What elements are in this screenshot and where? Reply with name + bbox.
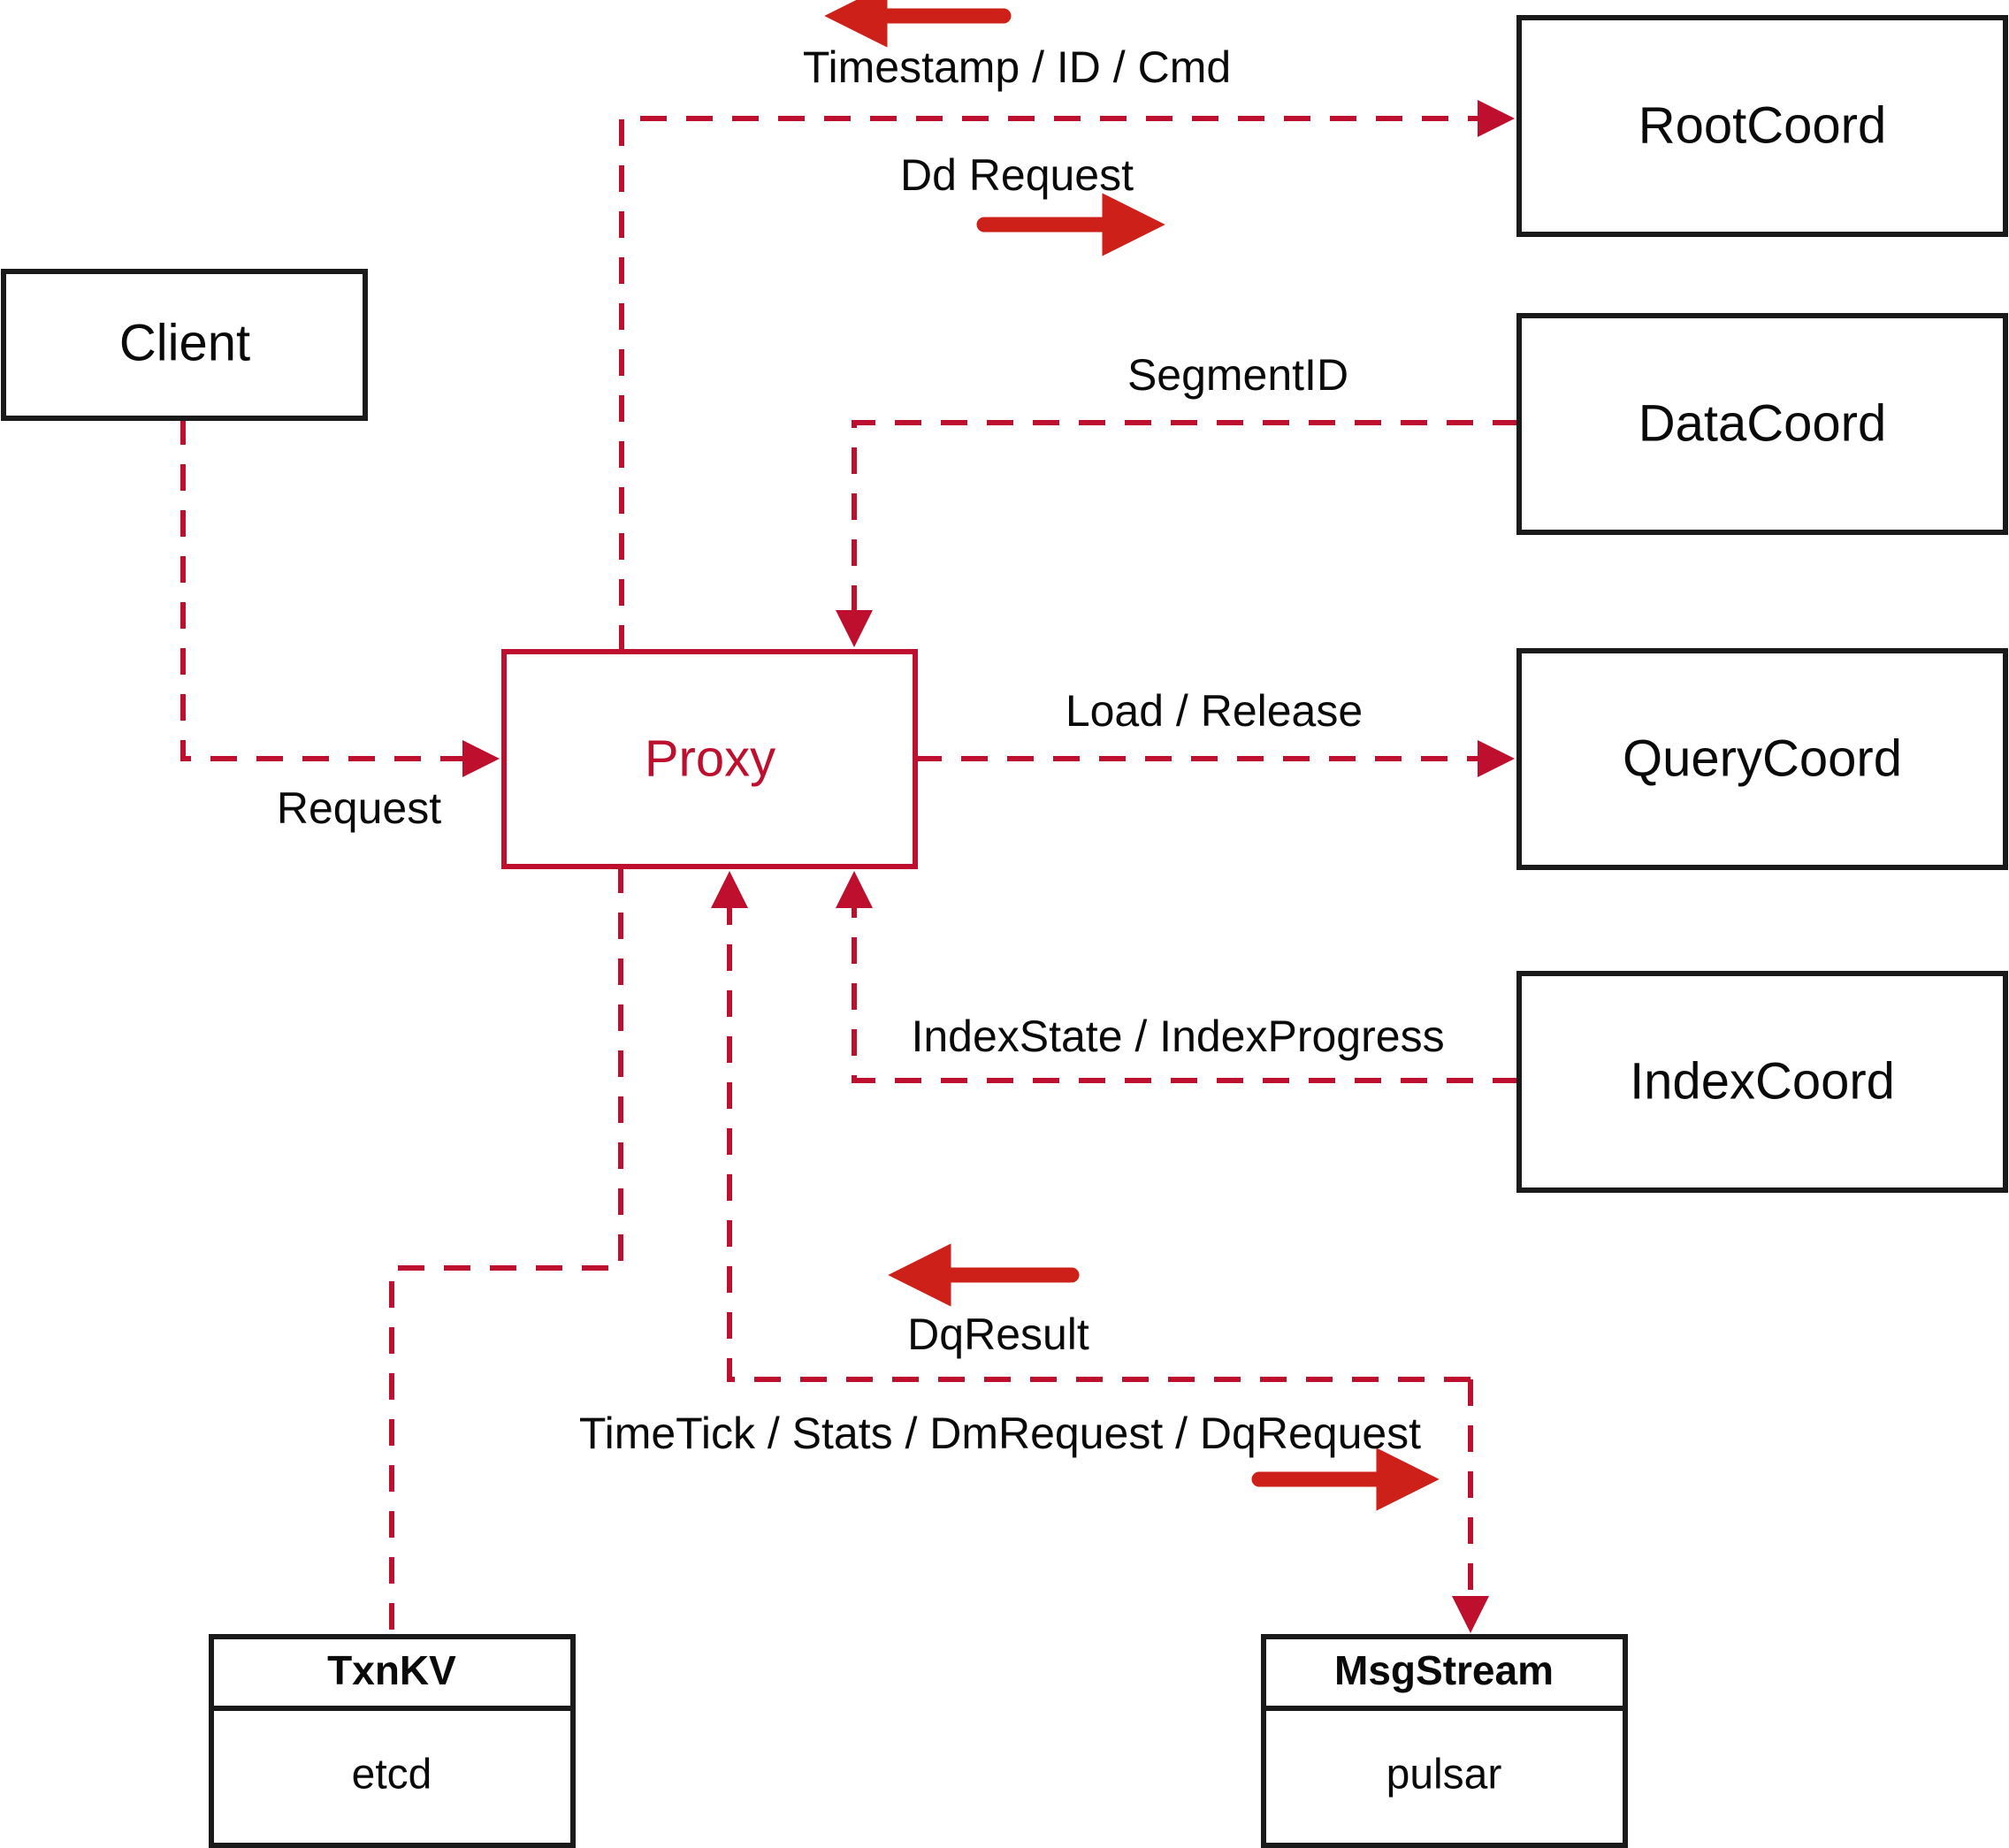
edge-proxy-txnkv bbox=[389, 867, 623, 1632]
node-msgstream-title: MsgStream bbox=[1334, 1647, 1554, 1693]
node-querycoord[interactable]: QueryCoord bbox=[1516, 648, 2008, 870]
node-msgstream[interactable]: MsgStream pulsar bbox=[1261, 1634, 1628, 1848]
edge-datacoord-proxy bbox=[836, 420, 1519, 647]
node-querycoord-label: QueryCoord bbox=[1623, 729, 1902, 787]
edge-client-proxy bbox=[180, 418, 500, 777]
node-msgstream-impl: pulsar bbox=[1386, 1752, 1502, 1798]
node-indexcoord-label: IndexCoord bbox=[1630, 1052, 1895, 1110]
node-client[interactable]: Client bbox=[1, 269, 368, 421]
edge-label-request: Request bbox=[277, 783, 441, 833]
node-rootcoord[interactable]: RootCoord bbox=[1516, 15, 2008, 237]
edge-indexcoord-proxy bbox=[836, 871, 1519, 1083]
node-txnkv-title: TxnKV bbox=[327, 1647, 456, 1693]
edge-proxy-rootcoord bbox=[619, 100, 1515, 652]
node-txnkv[interactable]: TxnKV etcd bbox=[209, 1634, 576, 1848]
edge-label-dd-request: Dd Request bbox=[900, 150, 1134, 200]
edge-label-dqresult: DqResult bbox=[907, 1310, 1089, 1359]
edge-label-segmentid: SegmentID bbox=[1127, 350, 1348, 400]
node-client-label: Client bbox=[119, 314, 250, 371]
node-rootcoord-label: RootCoord bbox=[1639, 96, 1886, 154]
node-proxy[interactable]: Proxy bbox=[501, 649, 918, 869]
node-indexcoord[interactable]: IndexCoord bbox=[1516, 971, 2008, 1193]
node-datacoord[interactable]: DataCoord bbox=[1516, 313, 2008, 535]
edge-label-timestamp-id-cmd: Timestamp / ID / Cmd bbox=[803, 42, 1231, 92]
node-txnkv-impl: etcd bbox=[352, 1752, 432, 1798]
edge-label-indexstate-indexprogress: IndexState / IndexProgress bbox=[911, 1012, 1444, 1061]
node-proxy-label: Proxy bbox=[645, 729, 775, 787]
edge-label-load-release: Load / Release bbox=[1066, 686, 1363, 736]
node-datacoord-label: DataCoord bbox=[1639, 394, 1886, 452]
edge-label-timetick-stats-dmrequest-dqrequest: TimeTick / Stats / DmRequest / DqRequest bbox=[579, 1409, 1421, 1458]
edge-msgstream-proxy bbox=[711, 871, 1470, 1382]
